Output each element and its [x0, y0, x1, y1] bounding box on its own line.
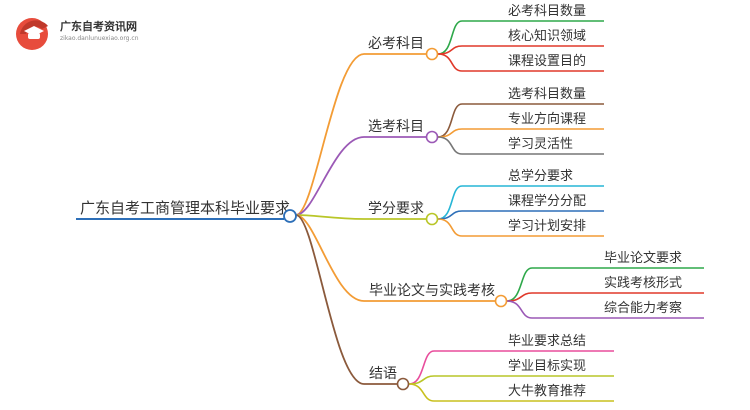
branch-label: 毕业论文与实践考核 — [369, 283, 495, 299]
branch-node-circle[interactable] — [425, 212, 439, 226]
branch-connector — [295, 53, 365, 216]
child-label: 必考科目数量 — [508, 4, 586, 19]
child-label: 毕业论文要求 — [604, 251, 682, 266]
child-connector — [437, 103, 463, 138]
branch-connector — [295, 214, 365, 220]
graduation-cap-icon — [16, 18, 48, 50]
child-label: 实践考核形式 — [604, 276, 682, 291]
branch-label: 选考科目 — [368, 119, 424, 135]
root-node-circle[interactable] — [283, 209, 297, 223]
child-connector — [437, 185, 463, 220]
child-label: 核心知识领域 — [508, 28, 586, 44]
branch-node-circle[interactable] — [425, 47, 439, 61]
branch-connector — [295, 136, 365, 216]
branch-node-circle[interactable] — [494, 294, 508, 308]
logo-title: 广东自考资讯网 — [60, 20, 137, 33]
child-label: 总学分要求 — [508, 168, 573, 184]
branch-label: 必考科目 — [368, 36, 424, 52]
child-label: 学习灵活性 — [508, 136, 573, 152]
child-label: 学业目标实现 — [508, 358, 586, 374]
child-connector — [506, 300, 533, 319]
root-label: 广东自考工商管理本科毕业要求 — [80, 199, 290, 217]
child-label: 专业方向课程 — [508, 111, 586, 127]
child-connector — [437, 136, 463, 155]
child-label: 课程学分分配 — [508, 193, 586, 209]
child-connector — [437, 218, 463, 237]
child-label: 大牛教育推荐 — [508, 383, 586, 399]
logo-url: zikao.danlunuexiao.org.cn — [60, 35, 139, 42]
child-label: 综合能力考察 — [604, 301, 682, 316]
child-connector — [437, 20, 463, 55]
child-connector — [408, 350, 435, 385]
child-label: 学习计划安排 — [508, 218, 586, 234]
branch-label: 结语 — [369, 366, 397, 382]
child-connector — [408, 383, 435, 402]
branch-connector — [295, 214, 365, 385]
branch-connector — [295, 214, 365, 302]
branch-node-circle[interactable] — [396, 377, 410, 391]
child-connector — [506, 267, 533, 302]
child-label: 毕业要求总结 — [508, 334, 586, 349]
child-connector — [437, 53, 463, 72]
branch-node-circle[interactable] — [425, 130, 439, 144]
site-logo[interactable]: 广东自考资讯网 zikao.danlunuexiao.org.cn — [14, 14, 174, 54]
child-label: 选考科目数量 — [508, 87, 586, 102]
child-label: 课程设置目的 — [508, 53, 586, 69]
branch-label: 学分要求 — [368, 201, 424, 217]
